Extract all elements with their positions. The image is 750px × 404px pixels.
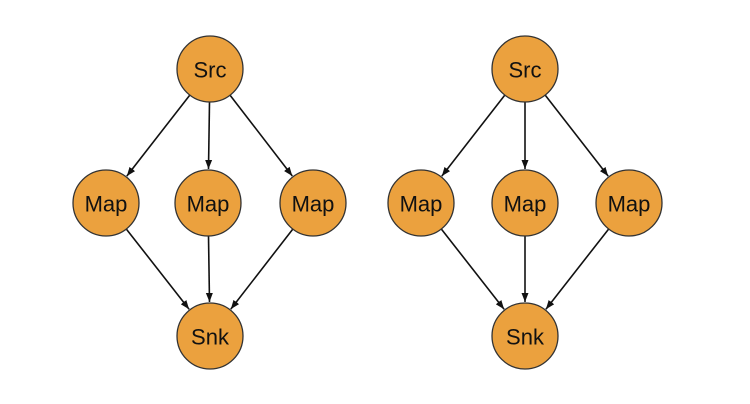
node-circle xyxy=(279,169,347,237)
node-circle xyxy=(176,302,244,370)
node-map1: Map xyxy=(72,169,140,237)
node-circle xyxy=(72,169,140,237)
node-label: Map xyxy=(85,192,128,217)
node-circle xyxy=(174,169,242,237)
node-label: Map xyxy=(292,192,335,217)
node-snk: Snk xyxy=(176,302,244,370)
node-circle xyxy=(176,35,244,103)
node-circle xyxy=(491,35,559,103)
edge-arrow-map3-to-snk xyxy=(230,228,294,310)
node-circle xyxy=(387,169,455,237)
node-label: Snk xyxy=(506,325,545,350)
edge-arrow-src-to-map2 xyxy=(205,101,213,170)
edge-arrow-map3-to-snk xyxy=(545,228,610,310)
node-label: Src xyxy=(509,58,542,83)
node-label: Map xyxy=(400,192,443,217)
node-snk: Snk xyxy=(491,302,559,370)
node-label: Src xyxy=(194,58,227,83)
edge-arrow-map1-to-snk xyxy=(125,228,190,310)
node-circle xyxy=(595,169,663,237)
node-map3: Map xyxy=(279,169,347,237)
edge-arrow-src-to-map3 xyxy=(229,94,293,177)
node-map2: Map xyxy=(174,169,242,237)
node-src: Src xyxy=(176,35,244,103)
node-label: Map xyxy=(187,192,230,217)
edge-arrow-map1-to-snk xyxy=(440,228,505,310)
node-label: Map xyxy=(608,192,651,217)
node-circle xyxy=(491,169,559,237)
node-map2: Map xyxy=(491,169,559,237)
node-src: Src xyxy=(491,35,559,103)
node-label: Snk xyxy=(191,325,230,350)
node-map3: Map xyxy=(595,169,663,237)
node-map1: Map xyxy=(387,169,455,237)
node-circle xyxy=(491,302,559,370)
edge-arrow-src-to-map1 xyxy=(126,94,191,177)
node-label: Map xyxy=(504,192,547,217)
edge-arrow-src-to-map1 xyxy=(441,94,506,177)
edge-arrow-src-to-map3 xyxy=(544,94,609,177)
edge-arrow-map2-to-snk xyxy=(205,235,213,303)
